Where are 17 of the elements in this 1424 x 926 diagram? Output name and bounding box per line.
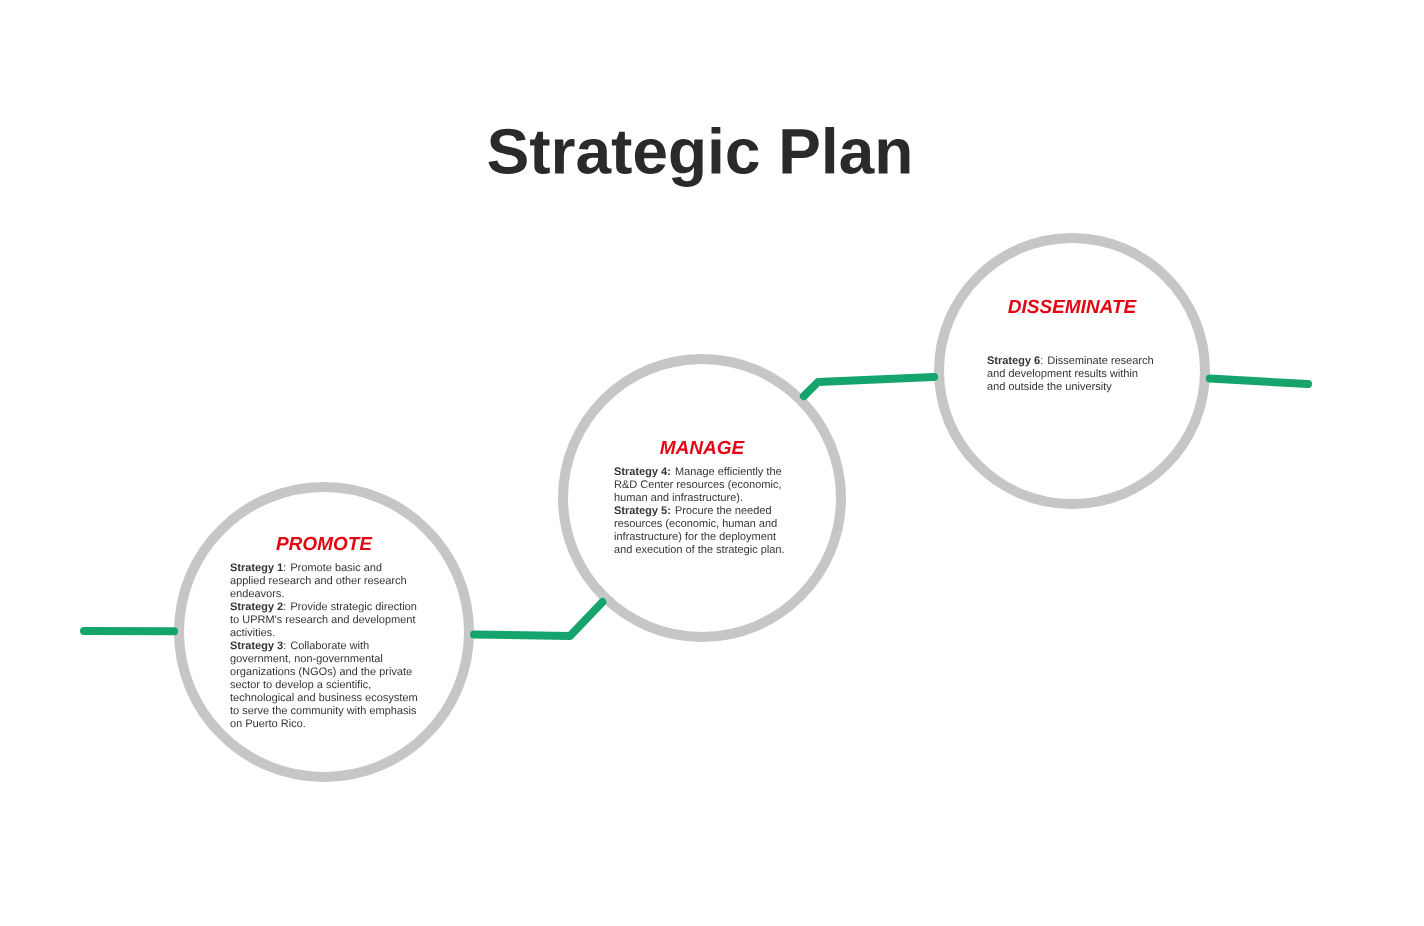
strategy-text: Strategy 6: Disseminate research and development results within and outside the university — [987, 356, 1153, 393]
track-line — [799, 372, 939, 401]
stage-heading: PROMOTE — [276, 536, 373, 551]
strategy-text: Strategy 1: Promote basic and applied research and other research endeavors. — [230, 563, 406, 598]
track-line — [80, 627, 178, 636]
stage-heading: DISSEMINATE — [1008, 299, 1137, 314]
track-line — [470, 598, 607, 640]
stage-circle — [934, 233, 1210, 509]
stage-heading: MANAGE — [660, 440, 745, 455]
title: Strategic Plan — [488, 127, 910, 187]
strategy-text: Strategy 4: Manage efficiently the R&D Center resources (economic, human and infrastructure). — [614, 467, 782, 504]
strategy-text: Strategy 2: Provide strategic direction to UPRM's research and development activities. — [230, 602, 417, 637]
strategy-text: Strategy 5: Procure the needed resources (economic, human and infrastructure) for the deployment and execution of the strategic plan. — [614, 506, 784, 556]
stage-circle — [174, 482, 474, 782]
track-line — [1205, 374, 1312, 388]
stage-circle — [558, 354, 846, 642]
strategy-text: Strategy 3: Collaborate with government, non-governmental organizations (NGOs) and the private sector to develop a scientific, technological and business ecosystem to serve the community with emphasis on Puerto Rico. — [230, 641, 417, 728]
